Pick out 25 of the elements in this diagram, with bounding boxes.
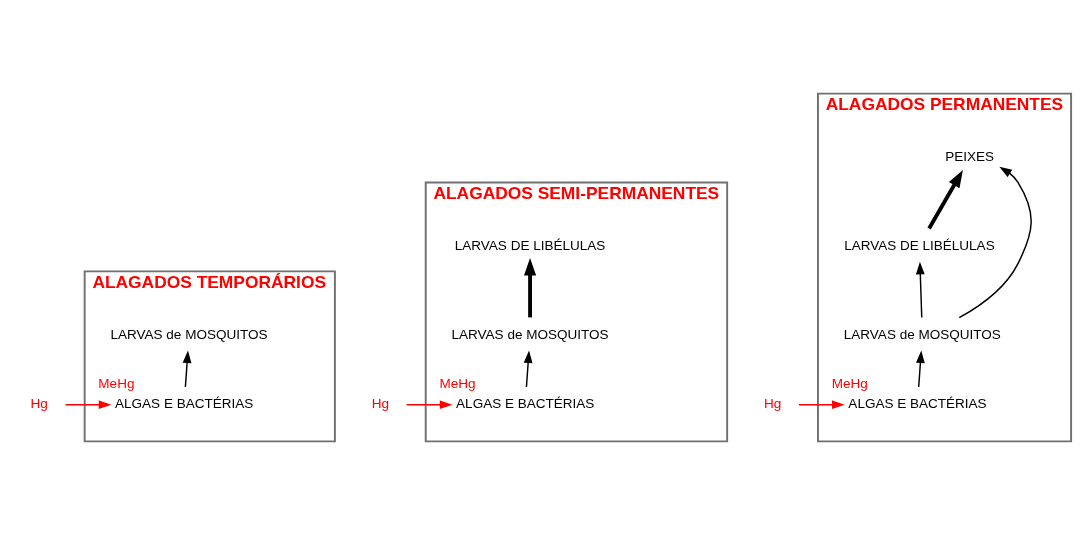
arrow [182, 350, 192, 388]
node-text: Hg [371, 396, 389, 412]
arrow [916, 350, 925, 388]
node-text: LARVAS de MOSQUITOS [110, 326, 268, 342]
arrow [523, 350, 533, 388]
arrow [64, 400, 112, 410]
node-text: ALGAS E BACTÉRIAS [115, 396, 254, 412]
edge-label: MeHg [439, 376, 476, 392]
arrow [915, 261, 925, 319]
node-text: PEIXES [945, 148, 995, 164]
edge-label: MeHg [831, 376, 868, 392]
node-text: Hg [763, 396, 782, 412]
arrow [523, 258, 537, 318]
edge-label: MeHg [98, 376, 135, 392]
node-text: ALGAS E BACTÉRIAS [456, 396, 595, 412]
arrow [958, 166, 1032, 319]
node-text: LARVAS de MOSQUITOS [843, 326, 1001, 342]
arrow [927, 169, 963, 230]
node-text: ALGAS E BACTÉRIAS [848, 396, 987, 412]
arrow [798, 400, 845, 410]
node-text: LARVAS de MOSQUITOS [451, 326, 609, 342]
node-text: Hg [30, 396, 48, 412]
node-text: LARVAS DE LIBÉLULAS [454, 237, 606, 253]
arrow [405, 400, 453, 410]
node-text: LARVAS DE LIBÉLULAS [844, 237, 995, 253]
